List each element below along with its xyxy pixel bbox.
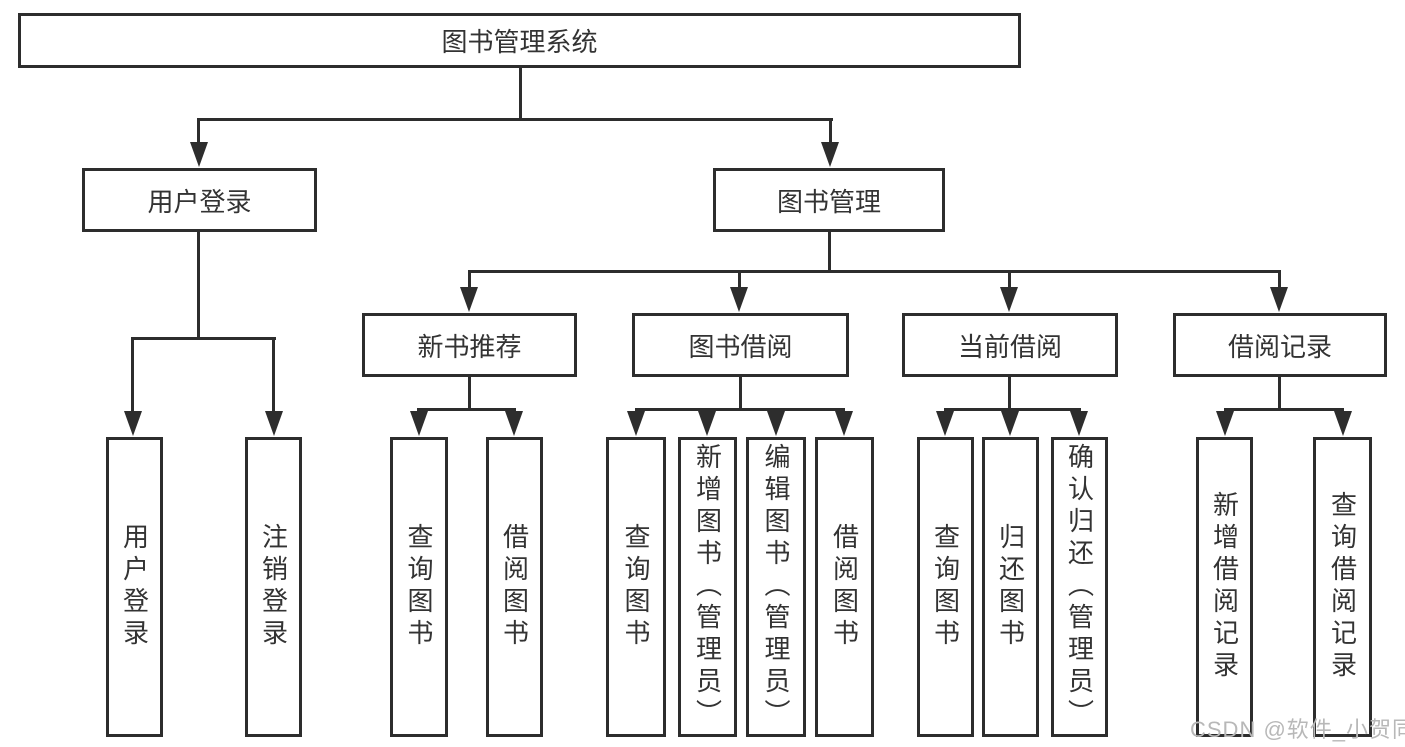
- connector-line: [468, 270, 471, 288]
- connector-line: [131, 337, 276, 340]
- leaf-add-book-admin: 新增图书（管理员）: [678, 437, 737, 737]
- leaf-logout: 注销登录: [245, 437, 302, 737]
- connector-line: [197, 118, 833, 121]
- arrow-down-icon: [190, 142, 208, 167]
- leaf-query-books-current: 查询图书: [917, 437, 974, 737]
- arrow-down-icon: [124, 411, 142, 436]
- connector-line: [1008, 377, 1011, 408]
- node-library-system: 图书管理系统: [18, 13, 1021, 68]
- connector-line: [131, 337, 134, 411]
- leaf-edit-book-admin: 编辑图书（管理员）: [746, 437, 806, 737]
- arrow-down-icon: [936, 411, 954, 436]
- connector-line: [468, 270, 1281, 273]
- arrow-down-icon: [265, 411, 283, 436]
- connector-line: [1008, 270, 1011, 288]
- node-current-borrowing: 当前借阅: [902, 313, 1118, 377]
- leaf-query-borrow-record: 查询借阅记录: [1313, 437, 1372, 737]
- arrow-down-icon: [698, 411, 716, 436]
- connector-line: [1278, 270, 1281, 288]
- leaf-borrow-books-borrowing: 借阅图书: [815, 437, 874, 737]
- node-book-management: 图书管理: [713, 168, 945, 232]
- node-user-login-group: 用户登录: [82, 168, 317, 232]
- leaf-confirm-return-admin: 确认归还（管理员）: [1051, 437, 1108, 737]
- connector-line: [417, 408, 516, 411]
- arrow-down-icon: [1216, 411, 1234, 436]
- leaf-return-books: 归还图书: [982, 437, 1039, 737]
- node-new-book-recommend: 新书推荐: [362, 313, 577, 377]
- arrow-down-icon: [767, 411, 785, 436]
- arrow-down-icon: [460, 287, 478, 312]
- watermark: CSDN @软件_小贺同学: [1190, 717, 1405, 742]
- arrow-down-icon: [410, 411, 428, 436]
- connector-line: [197, 118, 200, 143]
- connector-line: [944, 408, 1081, 411]
- arrow-down-icon: [1070, 411, 1088, 436]
- node-book-borrowing: 图书借阅: [632, 313, 849, 377]
- node-borrowing-records: 借阅记录: [1173, 313, 1387, 377]
- arrow-down-icon: [730, 287, 748, 312]
- arrow-down-icon: [505, 411, 523, 436]
- arrow-down-icon: [1001, 411, 1019, 436]
- connector-line: [197, 232, 200, 337]
- connector-line: [468, 377, 471, 408]
- connector-line: [1278, 377, 1281, 408]
- connector-line: [519, 68, 522, 119]
- leaf-query-books-borrowing: 查询图书: [606, 437, 666, 737]
- connector-line: [738, 270, 741, 288]
- connector-line: [1224, 408, 1344, 411]
- leaf-query-books-recommend: 查询图书: [390, 437, 448, 737]
- arrow-down-icon: [627, 411, 645, 436]
- leaf-user-login: 用户登录: [106, 437, 163, 737]
- arrow-down-icon: [1334, 411, 1352, 436]
- arrow-down-icon: [1270, 287, 1288, 312]
- arrow-down-icon: [1000, 287, 1018, 312]
- connector-line: [272, 337, 275, 411]
- connector-line: [635, 408, 845, 411]
- leaf-add-borrow-record: 新增借阅记录: [1196, 437, 1253, 737]
- connector-line: [829, 118, 832, 143]
- connector-line: [739, 377, 742, 408]
- arrow-down-icon: [835, 411, 853, 436]
- leaf-borrow-books-recommend: 借阅图书: [486, 437, 543, 737]
- arrow-down-icon: [821, 142, 839, 167]
- connector-line: [828, 232, 831, 270]
